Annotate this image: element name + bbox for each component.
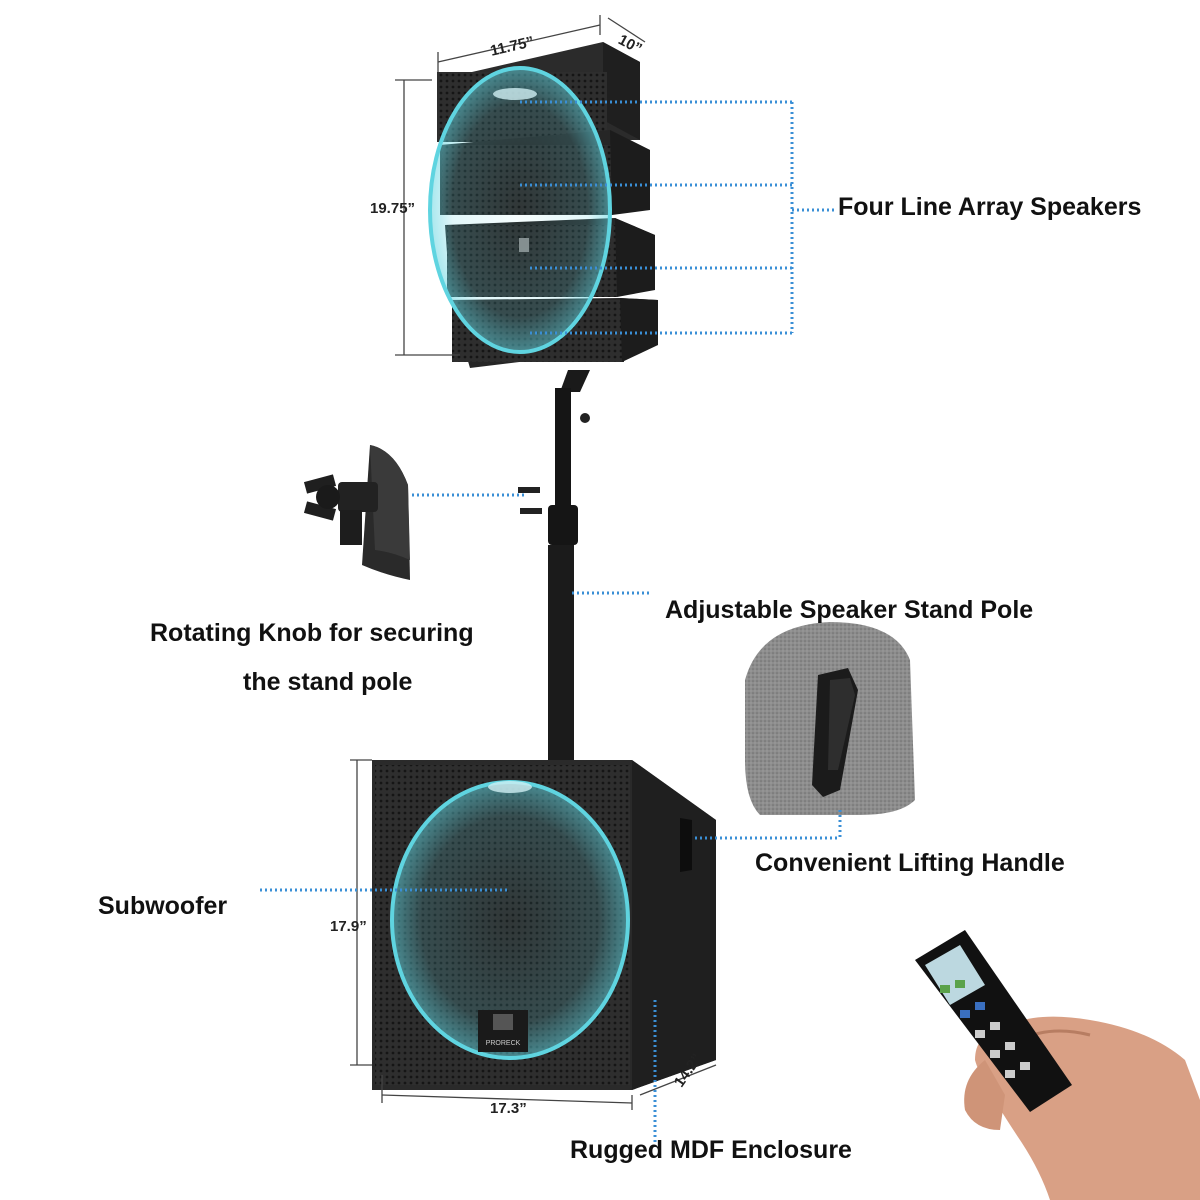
stand-pole — [518, 370, 590, 760]
label-lifting-handle: Convenient Lifting Handle — [755, 849, 1065, 877]
label-knob-line2: the stand pole — [243, 668, 413, 696]
label-stand-pole: Adjustable Speaker Stand Pole — [665, 596, 1034, 624]
dim-sub-width: 17.3” — [490, 1100, 527, 1117]
array-glow-ring — [428, 66, 612, 354]
brand-logo: PRORECK — [486, 1040, 521, 1047]
handle-closeup-icon — [745, 622, 915, 815]
callout-lines — [260, 100, 842, 1148]
subwoofer-speaker: PRORECK — [372, 760, 716, 1090]
label-enclosure: Rugged MDF Enclosure — [570, 1136, 852, 1164]
dim-sub-height: 17.9” — [330, 918, 367, 935]
knob-clamp-icon — [303, 445, 410, 580]
line-array-speaker — [428, 42, 658, 368]
label-subwoofer: Subwoofer — [98, 892, 228, 920]
label-knob-line1: Rotating Knob for securing — [150, 619, 474, 647]
label-line-array: Four Line Array Speakers — [838, 193, 1142, 221]
remote-control-icon — [915, 930, 1072, 1112]
dim-array-height: 19.75” — [370, 200, 416, 217]
dimension-lines — [350, 15, 717, 1110]
lifting-handle — [680, 818, 692, 872]
